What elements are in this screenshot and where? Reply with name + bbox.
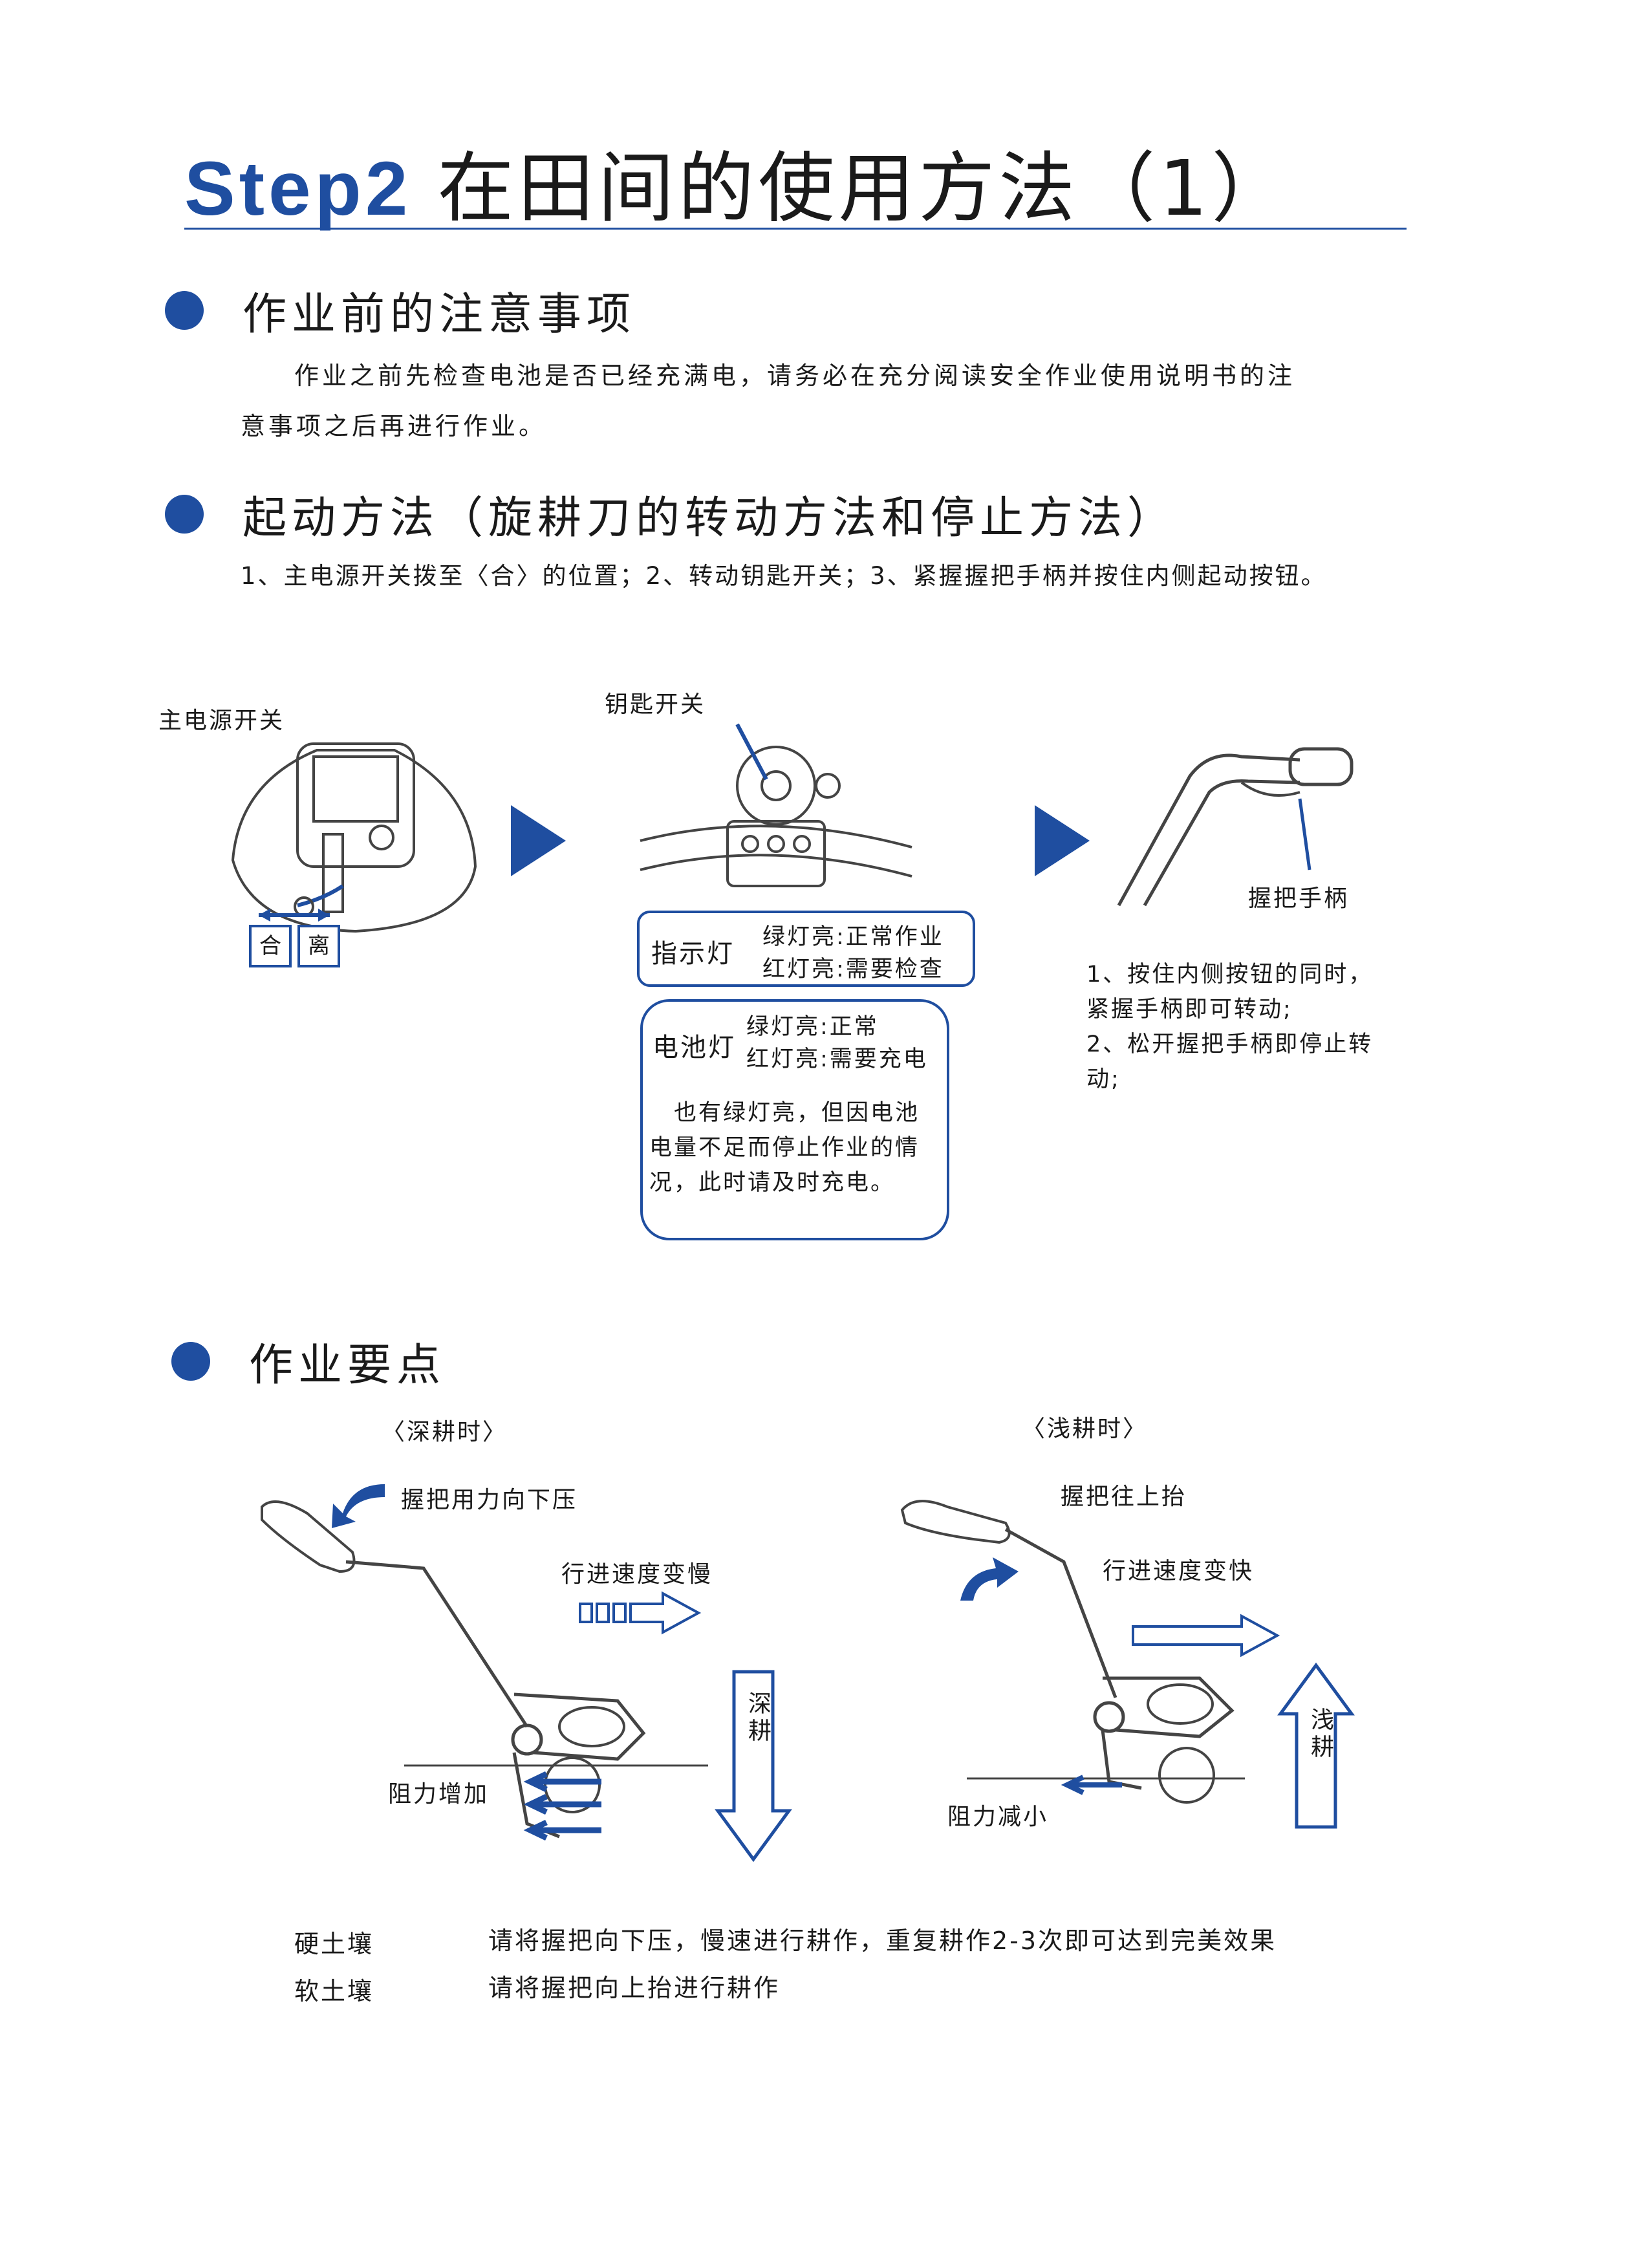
title-text: 在田间的使用方法（1） (437, 144, 1292, 233)
soil-desc-hard: 请将握把向下压，慢速进行耕作，重复耕作2-3次即可达到完美效果 (488, 1927, 1277, 1955)
section2-heading: 起动方法（旋耕刀的转动方法和停止方法） (243, 493, 1177, 544)
shallow-caption: 〈浅耕时〉 (1022, 1416, 1149, 1442)
bullet-icon (171, 1342, 210, 1381)
deep-resist-text: 阻力增加 (388, 1781, 490, 1808)
battery-light-box: 电池灯 绿灯亮:正常 红灯亮:需要充电 也有绿灯亮，但因电池 电量不足而停止作业… (640, 999, 949, 1240)
next-step-arrow-icon (1035, 805, 1090, 876)
battery-green-text: 绿灯亮:正常 (746, 1014, 879, 1040)
shallow-up-arrow-icon (1277, 1662, 1355, 1829)
switch-off-label: 离 (297, 925, 340, 967)
grip-handle-illustration (1117, 747, 1354, 907)
grip-note-line1: 1、按住内侧按钮的同时， (1086, 962, 1374, 988)
fast-speed-arrow-icon (1132, 1614, 1280, 1658)
slow-speed-arrow-icon (579, 1591, 702, 1635)
grip-label: 握把手柄 (1248, 885, 1350, 912)
deep-vertical-label: 深耕 (744, 1691, 771, 1745)
soil-desc-soft: 请将握把向上抬进行耕作 (488, 1974, 781, 2002)
battery-note-line3: 况，此时请及时充电。 (649, 1170, 896, 1196)
bullet-icon (165, 291, 204, 330)
resist-decrease-arrow-icon (1061, 1775, 1122, 1795)
main-power-switch-illustration (231, 742, 477, 933)
switch-on-label: 合 (249, 925, 292, 967)
press-down-arrow-icon (332, 1484, 385, 1528)
lift-up-arrow-icon (960, 1557, 1019, 1601)
section2-steps: 1、主电源开关拨至〈合〉的位置；2、转动钥匙开关；3、紧握握把手柄并按住内侧起动… (241, 562, 1327, 590)
shallow-speed-text: 行进速度变快 (1103, 1558, 1255, 1584)
deep-press-text: 握把用力向下压 (401, 1487, 578, 1513)
title-underline (184, 228, 1407, 230)
section1-heading: 作业前的注意事项 (243, 289, 636, 340)
grip-note-line3: 2、松开握把手柄即停止转 (1086, 1031, 1374, 1057)
deep-caption: 〈深耕时〉 (382, 1419, 508, 1445)
battery-note-line1: 也有绿灯亮，但因电池 (674, 1100, 920, 1126)
battery-red-text: 红灯亮:需要充电 (746, 1046, 928, 1072)
deep-down-arrow-icon (715, 1670, 792, 1863)
indicator-light-box: 指示灯 绿灯亮:正常作业 红灯亮:需要检查 (637, 911, 975, 987)
tiller-deep-illustration (261, 1500, 708, 1839)
section3-heading: 作业要点 (249, 1340, 446, 1391)
battery-note-line2: 电量不足而停止作业的情 (649, 1135, 920, 1161)
section1-paragraph-line2: 意事项之后再进行作业。 (241, 412, 547, 440)
indicator-label: 指示灯 (651, 939, 735, 969)
shallow-lift-text: 握把往上抬 (1061, 1484, 1187, 1510)
resist-increase-arrows-icon (523, 1771, 601, 1841)
shallow-resist-text: 阻力减小 (947, 1804, 1049, 1830)
section1-paragraph-line1: 作业之前先检查电池是否已经充满电，请务必在充分阅读安全作业使用说明书的注 (294, 362, 1296, 390)
grip-note-line4: 动; (1086, 1066, 1121, 1092)
key-switch-illustration (640, 723, 912, 887)
tiller-shallow-illustration (900, 1500, 1245, 1804)
battery-label: 电池灯 (653, 1033, 736, 1063)
title-step: Step2 (184, 146, 412, 232)
indicator-red-text: 红灯亮:需要检查 (762, 956, 944, 982)
bullet-icon (165, 495, 204, 534)
soil-type-hard: 硬土壤 (294, 1930, 374, 1958)
grip-note-line2: 紧握手柄即可转动; (1086, 997, 1293, 1022)
deep-speed-text: 行进速度变慢 (561, 1561, 713, 1588)
key-switch-label: 钥匙开关 (605, 691, 706, 718)
page-title: Step2 在田间的使用方法（1） (184, 126, 1291, 237)
main-switch-label: 主电源开关 (158, 707, 285, 734)
shallow-vertical-label: 浅耕 (1307, 1707, 1333, 1762)
indicator-green-text: 绿灯亮:正常作业 (762, 924, 944, 950)
soil-type-soft: 软土壤 (294, 1977, 374, 2005)
next-step-arrow-icon (511, 805, 566, 876)
